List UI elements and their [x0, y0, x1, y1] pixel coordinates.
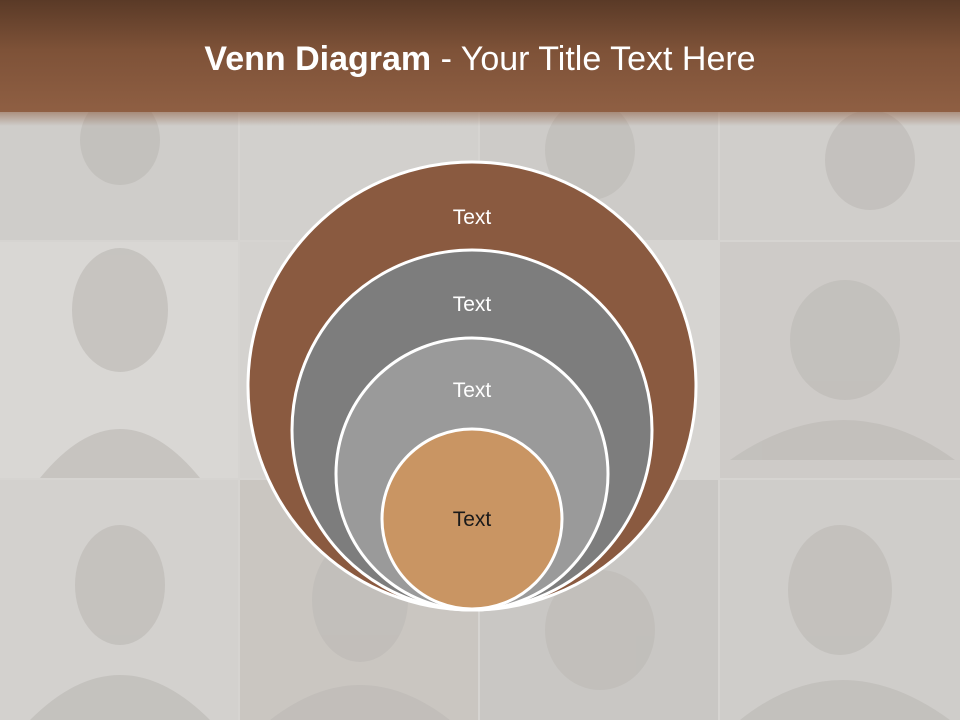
- venn-label-outer: Text: [453, 206, 492, 229]
- slide-title-bold: Venn Diagram: [204, 40, 432, 78]
- title-bar: [0, 0, 960, 112]
- slide-title-rest: - Your Title Text Here: [431, 40, 756, 78]
- venn-label-third: Text: [453, 379, 492, 402]
- venn-label-second: Text: [453, 293, 492, 316]
- slide-title[interactable]: Venn Diagram - Your Title Text Here: [0, 40, 960, 79]
- venn-label-inner: Text: [453, 508, 492, 531]
- venn-circle-inner[interactable]: [380, 427, 564, 611]
- title-bar-fade: [0, 112, 960, 126]
